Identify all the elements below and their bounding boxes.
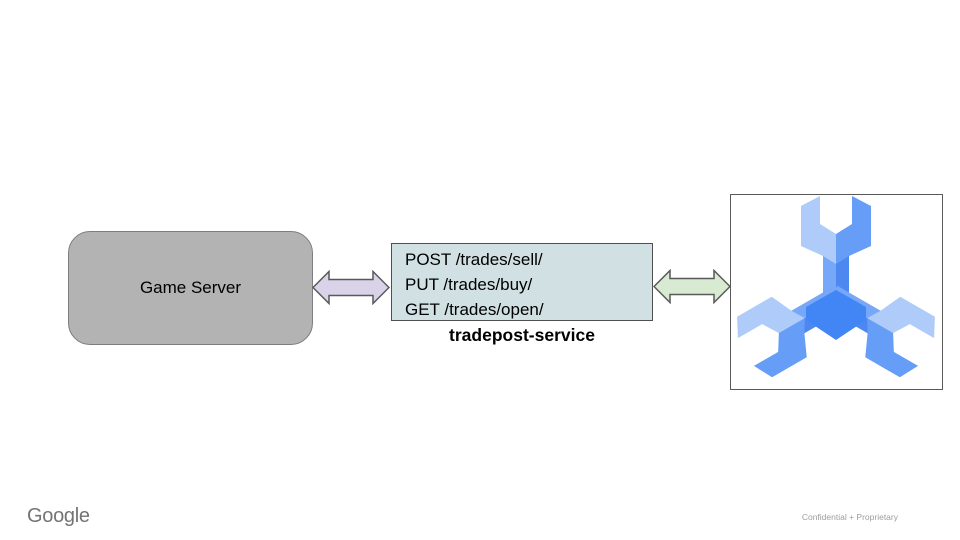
bidirectional-arrow-left-icon: [312, 270, 390, 305]
arrow-left-shape: [312, 270, 390, 305]
cloud-spanner-card: [730, 194, 943, 390]
endpoint-line: GET /trades/open/: [405, 300, 544, 319]
service-name-label: tradepost-service: [449, 325, 595, 345]
endpoint-line: POST /trades/sell/: [405, 250, 543, 269]
spanner-core: [806, 290, 866, 340]
service-endpoints-box: POST /trades/sell/ PUT /trades/buy/ GET …: [391, 243, 653, 321]
bidirectional-arrow-right-icon: [653, 269, 731, 304]
endpoint-line: PUT /trades/buy/: [405, 275, 533, 294]
google-logo: Google: [27, 505, 90, 527]
arrow-right-shape: [653, 269, 731, 304]
game-server-label: Game Server: [139, 278, 242, 297]
confidential-note: Confidential + Proprietary: [801, 512, 898, 522]
game-server-box: Game Server: [68, 231, 313, 345]
cloud-spanner-icon: [731, 196, 942, 383]
